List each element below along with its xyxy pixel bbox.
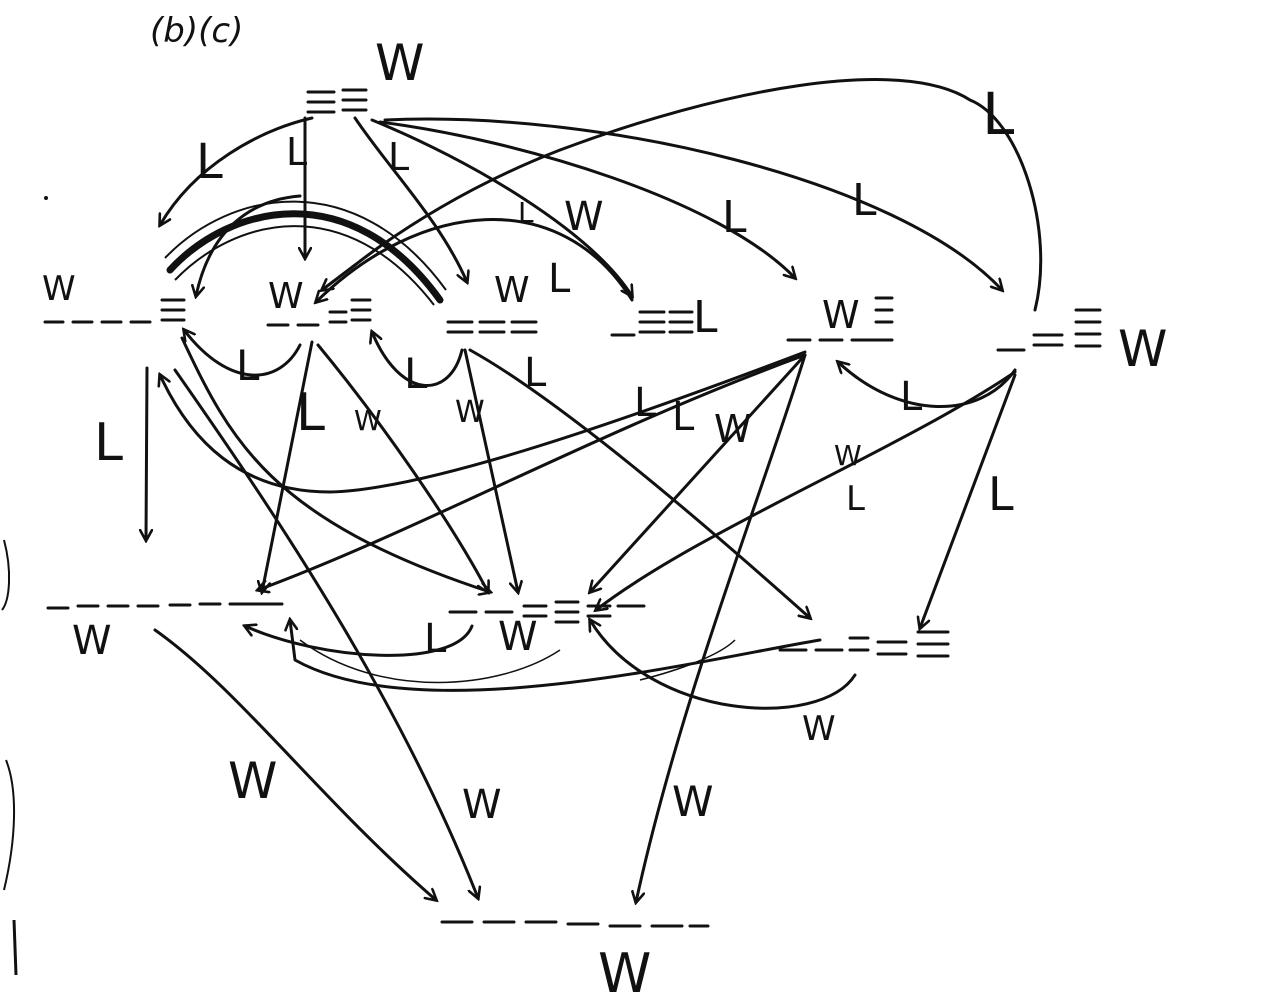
state-s1-label: W xyxy=(42,269,76,309)
state-s5-label: W xyxy=(822,293,860,337)
state-s10-label: W xyxy=(598,942,651,994)
state-s4-label: L xyxy=(693,292,718,343)
state-s4: L xyxy=(610,292,718,343)
edges-lower xyxy=(153,368,857,900)
edge-label: L xyxy=(236,341,260,390)
edge-label: L xyxy=(988,467,1014,521)
state-s7-label: W xyxy=(72,618,112,664)
edge-label: W xyxy=(564,194,604,240)
edge-label: W xyxy=(462,782,502,828)
state-s7: W xyxy=(46,602,284,664)
state-root: W xyxy=(306,34,424,114)
edge-label: L xyxy=(286,130,307,174)
state-s2-label: W xyxy=(268,276,304,317)
edge-label: L xyxy=(388,135,409,179)
edge-label: W xyxy=(228,752,277,810)
margin-marks xyxy=(1,196,48,976)
edge-label: L xyxy=(900,374,923,420)
state-s2: W xyxy=(266,276,372,327)
state-s3: W xyxy=(446,270,538,334)
edge-label: L xyxy=(404,349,428,398)
edge-label: L xyxy=(94,413,123,473)
edges-root xyxy=(160,78,1043,312)
state-s6-label: W xyxy=(1118,320,1167,378)
edge-label: L xyxy=(518,196,534,229)
state-s8 xyxy=(448,600,646,624)
edges-middle xyxy=(146,330,1017,902)
edge-label: L xyxy=(852,175,877,226)
state-s10: W xyxy=(440,920,710,994)
edge-labels: L L L L W L L L L L L L W W L L W L W L … xyxy=(94,80,1014,828)
edge-label: L xyxy=(296,383,325,443)
edge-label: L xyxy=(196,134,223,190)
edge-label: W xyxy=(834,439,862,472)
scribbled-arc xyxy=(164,194,447,306)
state-s3-label: W xyxy=(494,270,530,311)
edge-label: W xyxy=(802,709,836,749)
edge-label: L xyxy=(548,256,571,302)
edge-label: L xyxy=(424,616,447,662)
edge-label: W xyxy=(714,407,752,451)
edge-label: L xyxy=(524,350,547,396)
edge-label: L xyxy=(672,394,695,440)
edge-label: L xyxy=(982,80,1014,148)
edge-label: L xyxy=(634,380,657,426)
state-s6: W xyxy=(996,308,1167,378)
figure-tag: (b)(c) xyxy=(150,11,243,51)
edge-label: L xyxy=(722,192,747,243)
edge-label: W xyxy=(354,404,382,437)
edge-label: L xyxy=(846,479,865,519)
edge-label: W xyxy=(498,614,538,660)
edge-label: W xyxy=(455,395,485,430)
state-s1: W xyxy=(42,269,186,324)
state-s5: W xyxy=(786,293,894,342)
state-s9 xyxy=(778,630,950,658)
edge-label: W xyxy=(672,777,714,826)
state-root-label: W xyxy=(375,34,424,92)
